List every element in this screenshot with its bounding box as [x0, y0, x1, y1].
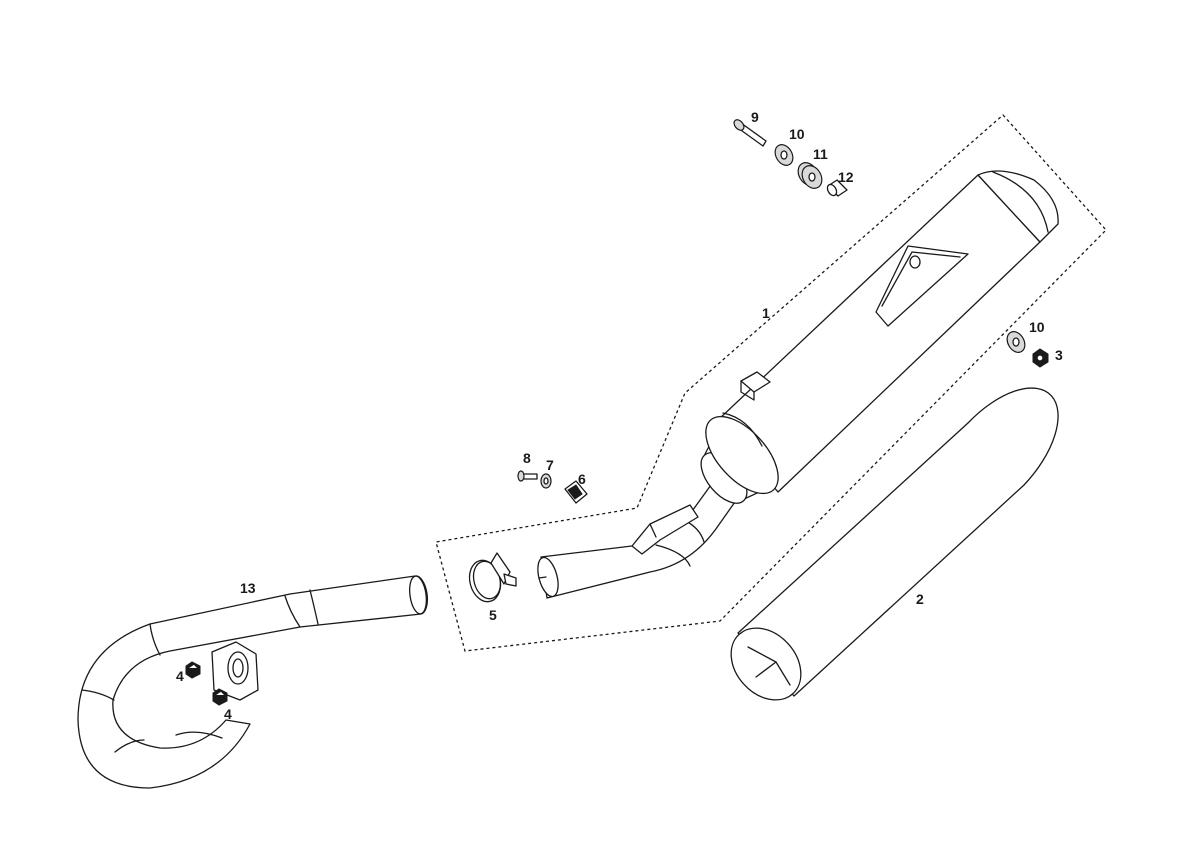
callout-13: 13: [240, 580, 256, 596]
flange-nut-upper: 4: [176, 661, 201, 684]
callout-12: 12: [838, 169, 854, 185]
callout-1: 1: [762, 305, 770, 321]
flange-nut-lower: 4: [212, 688, 232, 722]
assembly-outline: [435, 114, 1107, 652]
callout-9: 9: [751, 109, 759, 125]
clip-part: 6: [564, 471, 588, 504]
spacer-part: 12: [826, 169, 854, 197]
sleeve-part: [730, 387, 1059, 701]
callout-10b: 10: [1029, 319, 1045, 335]
clamp-part: 5: [468, 552, 517, 623]
callout-4b: 4: [224, 706, 232, 722]
top-washer-part: 10: [774, 126, 805, 166]
callout-4a: 4: [176, 668, 184, 684]
callout-7: 7: [546, 457, 554, 473]
callout-10a: 10: [789, 126, 805, 142]
callout-5: 5: [489, 607, 497, 623]
callout-8: 8: [523, 450, 531, 466]
callout-2: 2: [916, 591, 924, 607]
right-nut-part: 3: [1032, 347, 1063, 368]
silencer-part: 1: [537, 170, 1059, 599]
callout-6: 6: [578, 471, 586, 487]
header-pipe-part: 13: [77, 575, 429, 789]
bolt-part: 9: [733, 109, 767, 147]
small-washer-part: 7: [540, 457, 554, 489]
small-screw-part: 8: [517, 450, 538, 482]
callout-11: 11: [813, 146, 828, 162]
grommet-part: 11: [797, 146, 828, 189]
right-washer-part: 10: [1006, 319, 1045, 353]
callout-3: 3: [1055, 347, 1063, 363]
